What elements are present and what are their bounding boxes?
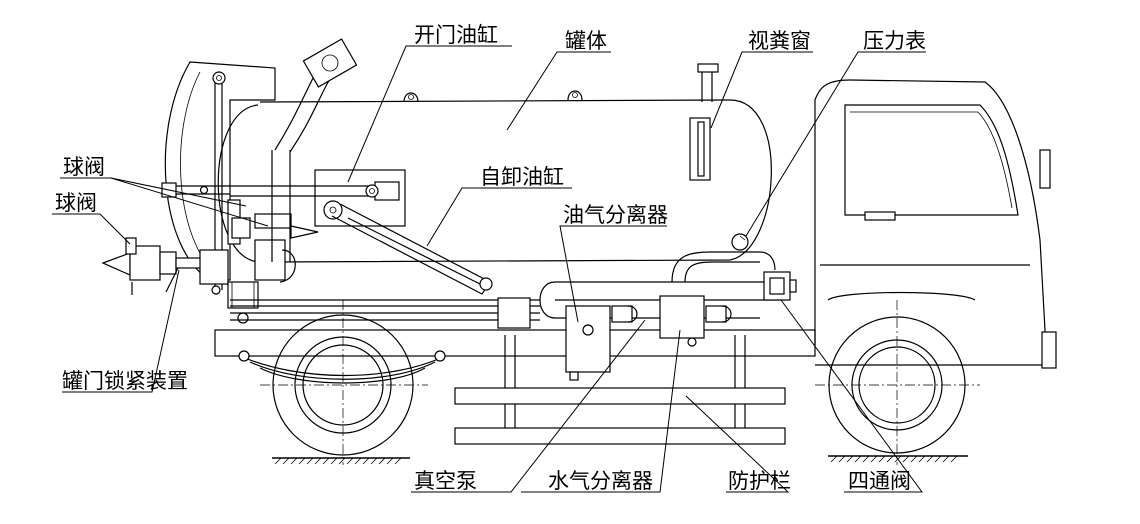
label-dump-cylinder: 自卸油缸 <box>480 165 564 189</box>
label-four-way-valve: 四通阀 <box>848 469 911 493</box>
label-door-cylinder: 开门油缸 <box>414 23 498 47</box>
label-vacuum-pump: 真空泵 <box>414 469 477 493</box>
label-pressure-gauge: 压力表 <box>863 29 926 53</box>
tank <box>217 90 772 263</box>
guard-rail <box>454 335 786 445</box>
label-sight-glass: 视粪窗 <box>748 29 811 53</box>
front-wheel <box>815 300 980 465</box>
label-ball-valve-upper: 球阀 <box>63 155 105 179</box>
label-tank-body: 罐体 <box>565 29 607 53</box>
label-tank-door-lock: 罐门锁紧装置 <box>62 369 188 393</box>
ground-rear <box>272 457 410 465</box>
label-water-gas-separator: 水气分离器 <box>548 469 653 493</box>
suction-pipe <box>271 38 358 262</box>
pump-assembly <box>539 233 797 381</box>
ground-front <box>828 455 968 463</box>
rear-pipework <box>101 182 319 324</box>
door-cylinder <box>230 169 406 227</box>
label-oil-gas-separator: 油气分离器 <box>563 203 668 227</box>
leader-lines <box>52 45 926 493</box>
sight-glass <box>689 63 719 181</box>
rear-wheel <box>260 300 428 465</box>
cab <box>814 79 1057 369</box>
label-guard-rail: 防护栏 <box>728 469 791 493</box>
dump-cylinder <box>323 200 493 295</box>
label-ball-valve-lower: 球阀 <box>55 191 97 215</box>
labels: 开门油缸 罐体 视粪窗 压力表 球阀 球阀 自卸油缸 油气分离器 罐门锁紧装置 … <box>55 23 926 493</box>
